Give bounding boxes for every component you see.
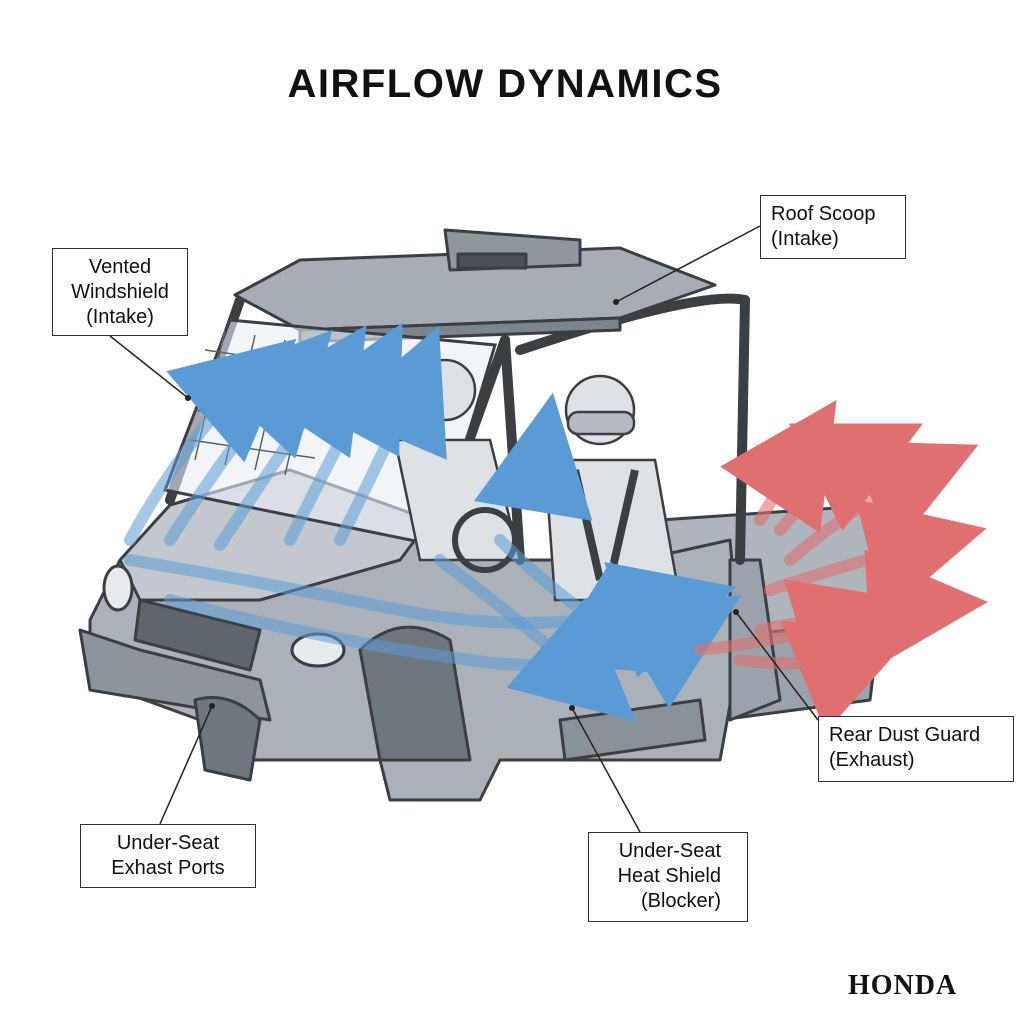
callout-rear-dust-guard-line-1: Rear Dust Guard <box>829 724 981 746</box>
callout-under-seat-exhaust-line-1: Under-Seat <box>116 832 220 854</box>
diagram-title: AIRFLOW DYNAMICS <box>287 62 723 106</box>
callout-vented-windshield-line-3: (Intake) <box>86 306 154 328</box>
intake-airflow <box>124 322 742 722</box>
brand-logo: HONDA <box>848 970 958 1001</box>
callout-roof-scoop-line-2: (Intake) <box>771 228 839 250</box>
callout-rear-dust-guard: Rear Dust Guard (Exhaust) <box>818 716 1014 782</box>
callout-under-seat-heat-shield-line-3: (Blocker) <box>640 890 721 912</box>
callout-under-seat-heat-shield-line-1: Under-Seat <box>618 840 721 862</box>
callout-under-seat-heat-shield: Under-Seat Heat Shield (Blocker) <box>588 832 748 922</box>
callout-under-seat-heat-shield-line-2: Heat Shield <box>617 865 721 887</box>
callout-under-seat-exhaust: Under-Seat Exhast Ports <box>80 824 256 888</box>
callout-rear-dust-guard-line-2: (Exhaust) <box>829 749 915 771</box>
roof <box>233 228 717 344</box>
callout-vented-windshield-line-1: Vented <box>88 256 152 278</box>
callout-under-seat-exhaust-line-2: Exhast Ports <box>111 857 225 879</box>
exhaust-airflow <box>694 400 988 733</box>
leader-lines <box>109 225 819 833</box>
callout-roof-scoop-line-1: Roof Scoop <box>771 203 876 225</box>
callout-roof-scoop: Roof Scoop (Intake) <box>760 195 906 259</box>
callout-vented-windshield: Vented Windshield (Intake) <box>52 248 188 336</box>
callout-vented-windshield-line-2: Windshield <box>71 281 169 303</box>
